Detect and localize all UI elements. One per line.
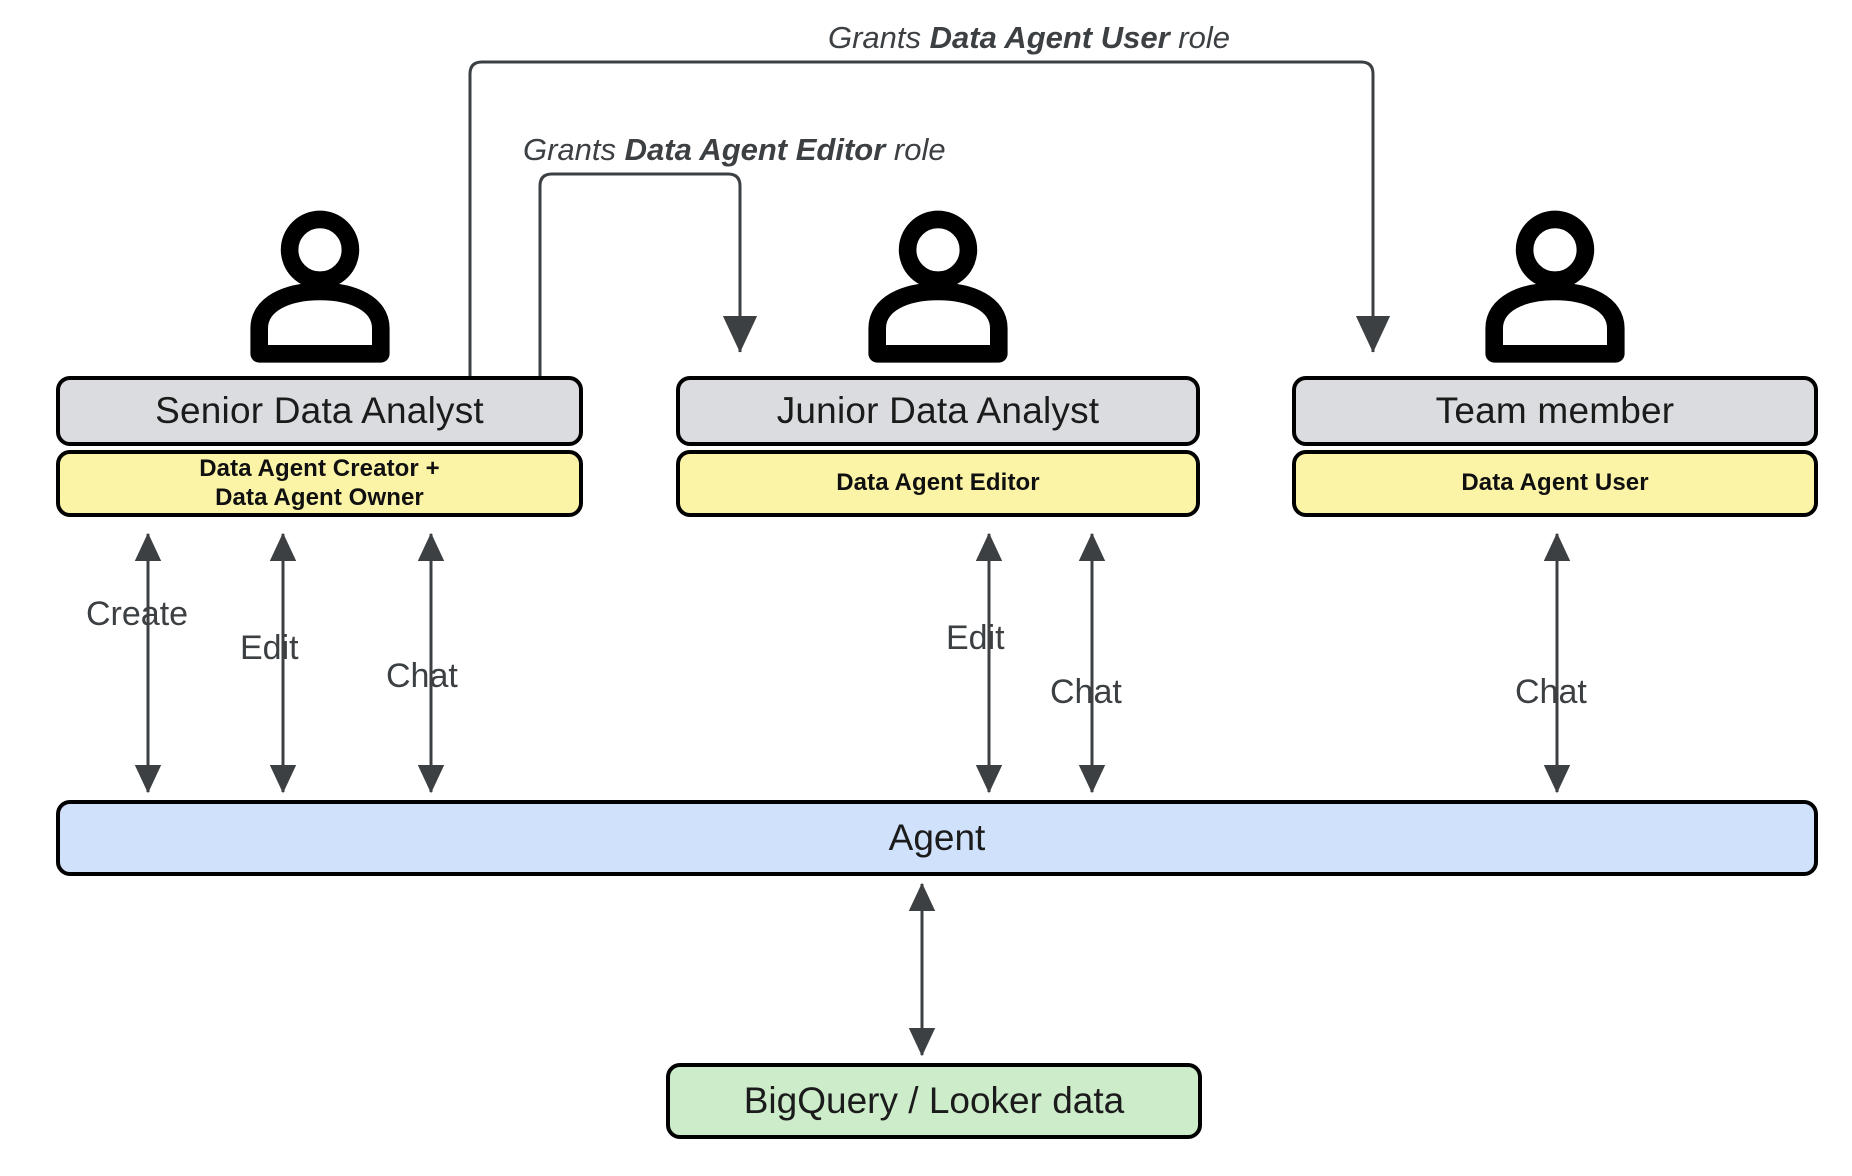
role-badge-label: Data Agent Editor xyxy=(836,469,1040,497)
grant-role: Data Agent User xyxy=(929,20,1170,55)
edge-label-text: Edit xyxy=(946,619,1005,657)
edge-label-senior-edit: Edit xyxy=(240,629,299,668)
edge-label-senior-chat: Chat xyxy=(386,657,458,696)
grant-prefix: Grants xyxy=(828,20,930,55)
persona-team-member: Team member Data Agent User xyxy=(1292,205,1818,523)
edge-label-text: Create xyxy=(86,595,189,633)
role-title-senior-data-analyst[interactable]: Senior Data Analyst xyxy=(56,376,583,446)
role-badge-label: Data Agent User xyxy=(1461,469,1649,497)
grant-suffix: role xyxy=(1169,20,1230,55)
persona-junior-data-analyst: Junior Data Analyst Data Agent Editor xyxy=(676,205,1200,523)
role-badge-senior-data-analyst[interactable]: Data Agent Creator + Data Agent Owner xyxy=(56,450,583,517)
person-icon xyxy=(868,210,1008,363)
grant-suffix: role xyxy=(885,132,946,167)
grant-role: Data Agent Editor xyxy=(624,132,886,167)
person-icon xyxy=(249,210,390,363)
role-title-label: Junior Data Analyst xyxy=(776,390,1100,431)
edge-label-text: Edit xyxy=(240,629,299,667)
role-title-junior-data-analyst[interactable]: Junior Data Analyst xyxy=(676,376,1200,446)
persona-senior-data-analyst: Senior Data Analyst Data Agent Creator +… xyxy=(56,205,583,523)
node-agent-label: Agent xyxy=(888,817,986,858)
role-badge-line1: Data Agent Creator + xyxy=(199,455,440,483)
edge-label-team-chat: Chat xyxy=(1515,673,1587,712)
role-badge-junior-data-analyst[interactable]: Data Agent Editor xyxy=(676,450,1200,517)
edge-label-text: Chat xyxy=(1050,673,1122,711)
grant-label-data-agent-editor: Grants Data Agent Editor role xyxy=(523,132,946,168)
role-badge-team-member[interactable]: Data Agent User xyxy=(1292,450,1818,517)
grant-label-data-agent-user: Grants Data Agent User role xyxy=(828,20,1230,56)
edge-label-senior-create: Create xyxy=(86,595,188,634)
role-title-team-member[interactable]: Team member xyxy=(1292,376,1818,446)
edge-label-text: Chat xyxy=(386,657,458,695)
role-title-label: Team member xyxy=(1435,390,1675,431)
edge-label-junior-edit: Edit xyxy=(946,619,1005,658)
grant-prefix: Grants xyxy=(523,132,625,167)
person-icon xyxy=(1485,210,1625,363)
node-datasource[interactable]: BigQuery / Looker data xyxy=(666,1063,1202,1139)
edge-label-junior-chat: Chat xyxy=(1050,673,1122,712)
role-badge-line2: Data Agent Owner xyxy=(215,483,424,511)
edge-label-text: Chat xyxy=(1515,673,1587,711)
node-agent[interactable]: Agent xyxy=(56,800,1818,876)
node-datasource-label: BigQuery / Looker data xyxy=(743,1080,1125,1121)
role-title-label: Senior Data Analyst xyxy=(155,390,484,431)
